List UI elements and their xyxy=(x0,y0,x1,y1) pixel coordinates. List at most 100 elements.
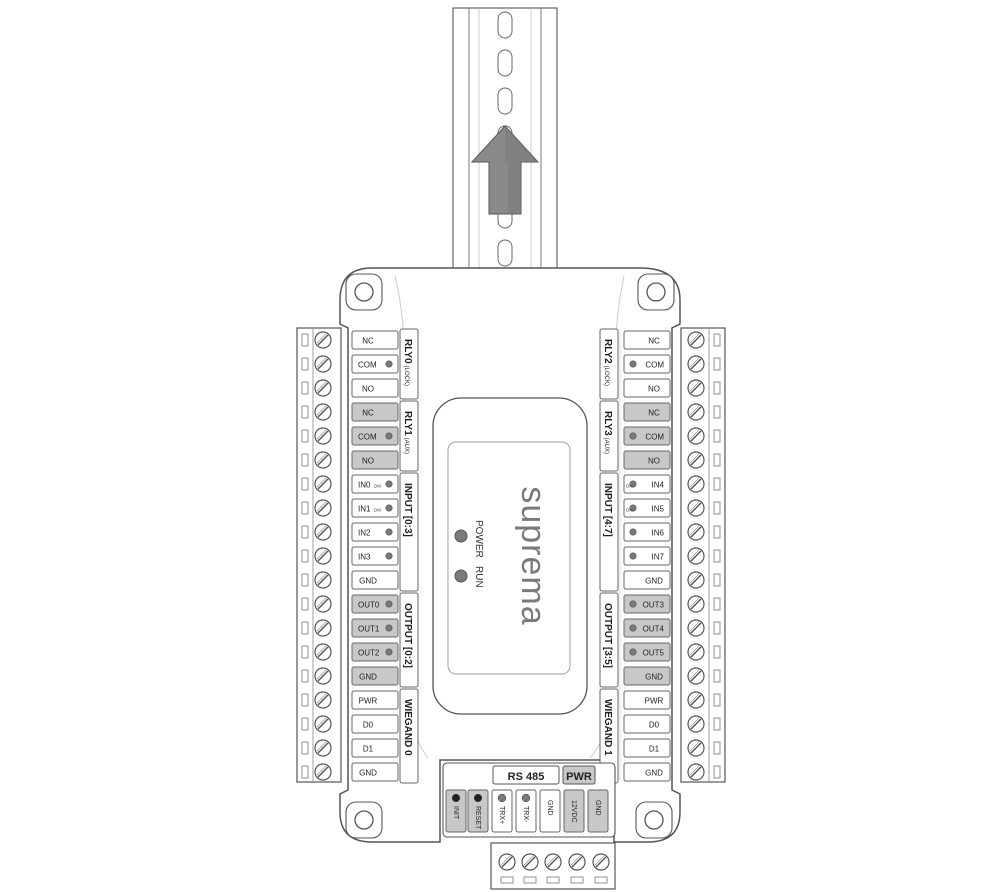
terminal-tab xyxy=(713,693,721,707)
button-hole-icon[interactable] xyxy=(473,793,483,803)
screw-terminal-icon xyxy=(687,331,705,349)
terminal-label-box xyxy=(623,522,671,542)
bottom-terminal-box xyxy=(467,789,489,833)
terminal-group-frame xyxy=(399,472,419,592)
terminal-group-label: RLY0(LOCK) xyxy=(402,339,413,386)
screw-terminal-icon xyxy=(687,355,705,373)
mounting-hole-icon xyxy=(635,801,673,839)
input-suffix: DM xyxy=(374,508,381,513)
terminal-led-icon xyxy=(385,480,393,488)
terminal-label-box xyxy=(351,498,399,518)
terminal-group-label: RLY3(AUX) xyxy=(602,411,613,454)
bottom-terminal-block xyxy=(490,842,616,890)
screw-terminal-icon xyxy=(687,379,705,397)
terminal-label: D1 xyxy=(363,745,374,754)
run-led-icon xyxy=(454,569,468,583)
terminal-label-box xyxy=(623,474,671,494)
terminal-label-box xyxy=(623,570,671,590)
terminal-label: IN6 xyxy=(652,529,665,538)
terminal-tab xyxy=(713,645,721,659)
terminal-tab xyxy=(713,573,721,587)
button-hole-icon[interactable] xyxy=(451,793,461,803)
terminal-led-icon xyxy=(385,648,393,656)
terminal-tab xyxy=(301,453,309,467)
terminal-group-frame xyxy=(399,400,419,472)
terminal-tab xyxy=(500,876,514,884)
screw-terminal-icon xyxy=(568,853,586,871)
terminal-led-icon xyxy=(385,624,393,632)
terminal-label: COM xyxy=(645,433,664,442)
terminal-label-box xyxy=(623,594,671,614)
terminal-group-frame xyxy=(599,592,619,688)
input-suffix: DM xyxy=(374,484,381,489)
terminal-label-box xyxy=(351,594,399,614)
terminal-label-box xyxy=(623,354,671,374)
terminal-label: IN2 xyxy=(358,529,371,538)
terminal-label-box xyxy=(351,330,399,350)
screw-terminal-icon xyxy=(314,523,332,541)
left-terminal-strip xyxy=(296,327,342,783)
terminal-group-label: WIEGAND 1 xyxy=(602,699,613,756)
terminal-led-icon xyxy=(629,360,637,368)
screw-terminal-icon xyxy=(498,853,516,871)
terminal-label: OUT3 xyxy=(643,601,665,610)
terminal-label: COM xyxy=(358,361,377,370)
terminal-tab xyxy=(301,741,309,755)
terminal-label-box xyxy=(623,642,671,662)
screw-terminal-icon xyxy=(521,853,539,871)
screw-terminal-icon xyxy=(314,595,332,613)
terminal-label-box xyxy=(623,498,671,518)
terminal-tab xyxy=(301,381,309,395)
screw-terminal-icon xyxy=(314,427,332,445)
terminal-label: GND xyxy=(359,577,377,586)
screw-terminal-icon xyxy=(687,691,705,709)
pwr-label: PWR xyxy=(566,771,592,783)
terminal-group-sublabel: (LOCK) xyxy=(603,366,609,386)
terminal-label-box xyxy=(623,378,671,398)
terminal-tab xyxy=(713,333,721,347)
terminal-tab xyxy=(301,717,309,731)
terminal-group-label: RLY1(AUX) xyxy=(402,411,413,454)
bottom-terminal-box xyxy=(445,789,467,833)
screw-terminal-icon xyxy=(687,619,705,637)
screw-terminal-icon xyxy=(314,379,332,397)
terminal-led-icon xyxy=(385,432,393,440)
terminal-group-label: WIEGAND 0 xyxy=(402,699,413,756)
terminal-label: COM xyxy=(645,361,664,370)
terminal-led-icon xyxy=(629,648,637,656)
terminal-label-box xyxy=(623,402,671,422)
terminal-led-icon xyxy=(385,552,393,560)
terminal-tab xyxy=(301,597,309,611)
terminal-tab xyxy=(713,741,721,755)
terminal-label-box xyxy=(351,522,399,542)
terminal-label-box xyxy=(351,426,399,446)
screw-terminal-icon xyxy=(687,643,705,661)
mounting-hole-icon xyxy=(345,801,383,839)
screw-terminal-icon xyxy=(544,853,562,871)
terminal-label-box xyxy=(351,378,399,398)
terminal-label-box xyxy=(351,738,399,758)
terminal-label-box xyxy=(351,474,399,494)
screw-terminal-icon xyxy=(687,451,705,469)
terminal-tab xyxy=(713,501,721,515)
terminal-led-icon xyxy=(629,480,637,488)
terminal-label: D0 xyxy=(363,721,374,730)
terminal-label: OUT1 xyxy=(358,625,380,634)
terminal-tab xyxy=(570,876,584,884)
terminal-label-box xyxy=(351,618,399,638)
terminal-tab xyxy=(713,453,721,467)
screw-terminal-icon xyxy=(314,499,332,517)
terminal-label: NC xyxy=(648,337,660,346)
screw-terminal-icon xyxy=(314,763,332,781)
terminal-tab xyxy=(546,876,560,884)
terminal-label-box xyxy=(351,450,399,470)
terminal-led-icon xyxy=(521,793,531,803)
screw-terminal-icon xyxy=(687,571,705,589)
mounting-hole-icon xyxy=(345,273,383,311)
terminal-led-icon xyxy=(629,504,637,512)
terminal-led-icon xyxy=(629,600,637,608)
terminal-label-box xyxy=(623,546,671,566)
screw-terminal-icon xyxy=(592,853,610,871)
